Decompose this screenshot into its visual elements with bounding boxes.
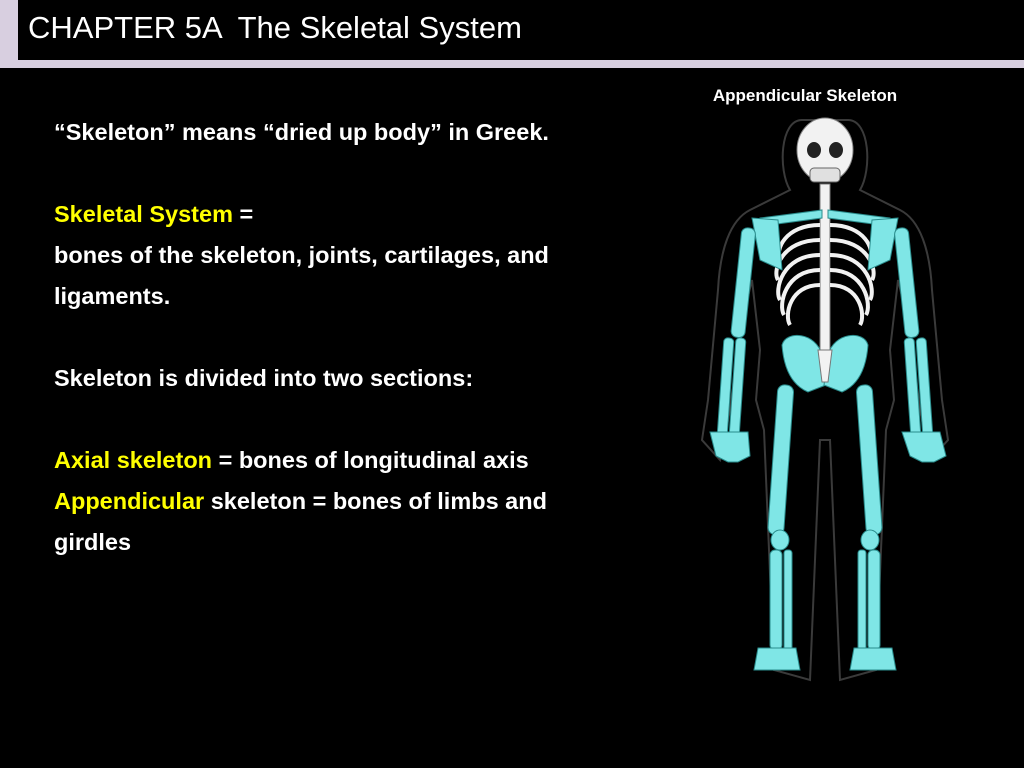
skeletal-system-equals: = [232, 201, 254, 227]
skeletal-system-term: Skeletal System [54, 201, 233, 227]
skeletal-system-heading: Skeletal System = [54, 194, 614, 235]
axial-skeleton-definition: = bones of longitudinal axis [212, 447, 529, 473]
intro-text: “Skeleton” means “dried up body” in Gree… [54, 119, 549, 145]
axial-skeleton-term: Axial skeleton [54, 447, 213, 473]
appendicular-skeleton-line: Appendicular skeleton = bones of limbs a… [54, 481, 614, 563]
axial-skeleton-line: Axial skeleton = bones of longitudinal a… [54, 440, 614, 481]
slide-body: “Skeleton” means “dried up body” in Gree… [54, 112, 614, 563]
skeleton-drawing [700, 117, 950, 682]
sections-intro: Skeleton is divided into two sections: [54, 365, 474, 391]
appendicular-skeleton-term: Appendicular [54, 488, 205, 514]
title-bar: CHAPTER 5A The Skeletal System [0, 0, 1024, 68]
slide-title: CHAPTER 5A The Skeletal System [28, 10, 522, 45]
appendicular-skeleton-definition: skeleton = bones of limbs and girdles [54, 488, 547, 555]
skeletal-system-definition: bones of the skeleton, joints, cartilage… [54, 242, 549, 309]
skeleton-illustration [690, 110, 970, 690]
figure-caption: Appendicular Skeleton [712, 86, 898, 105]
title-background: CHAPTER 5A The Skeletal System [18, 0, 1024, 60]
